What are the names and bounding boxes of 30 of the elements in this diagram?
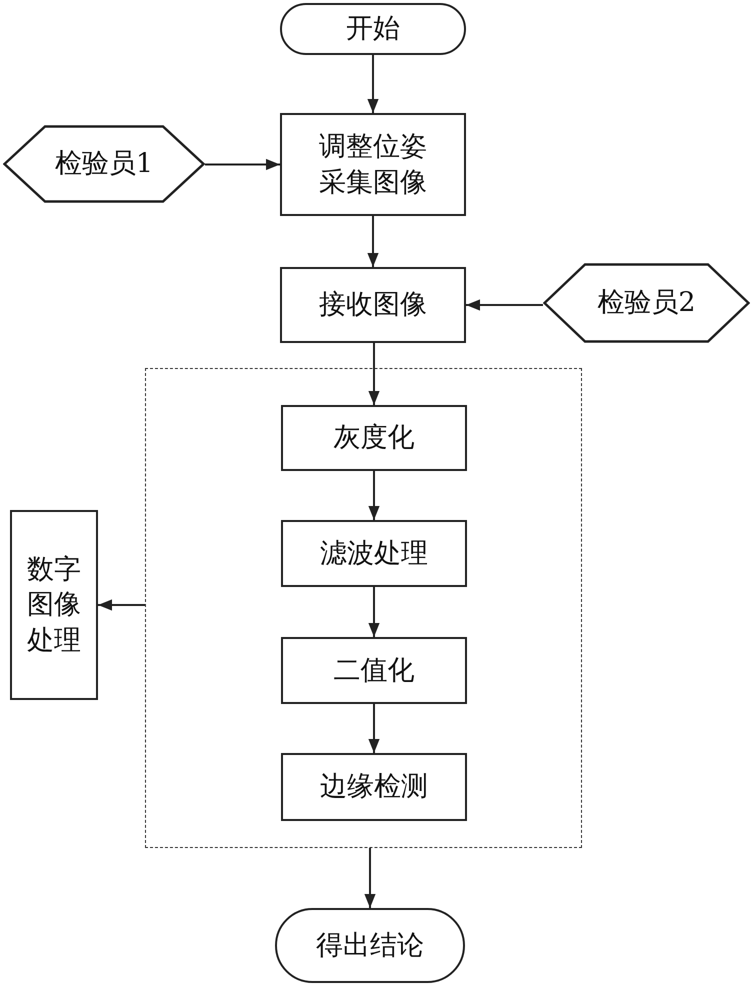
node-label: 边缘检测 (319, 770, 429, 804)
node-label: 滤波处理 (319, 536, 429, 571)
arrow (364, 848, 376, 908)
node-label: 灰度化 (332, 421, 416, 456)
dashed-group-box (145, 368, 582, 848)
process-box (281, 753, 467, 821)
node-label: 检验员1 (54, 147, 154, 182)
node-label: 开始 (346, 12, 400, 46)
process-box (10, 510, 98, 700)
arrow (368, 471, 380, 520)
arrow (368, 343, 380, 405)
arrow (367, 55, 379, 113)
node-label: 得出结论 (316, 928, 424, 963)
node-label: 数字图像处理 (27, 553, 81, 658)
process-box (281, 637, 467, 704)
node-label: 接收图像 (318, 288, 428, 322)
arrow (205, 158, 280, 170)
process-box (280, 267, 466, 343)
node-label: 二值化 (332, 654, 416, 688)
process-box (280, 113, 466, 216)
process-box (281, 520, 467, 587)
process-box (281, 405, 467, 471)
node-label: 检验员2 (597, 286, 696, 320)
arrow (368, 587, 380, 637)
arrow (367, 216, 379, 267)
terminal-shape (280, 3, 466, 55)
arrow (368, 704, 380, 753)
arrow (466, 299, 543, 311)
node-label: 调整位姿采集图像 (318, 130, 428, 200)
arrow (98, 599, 145, 611)
